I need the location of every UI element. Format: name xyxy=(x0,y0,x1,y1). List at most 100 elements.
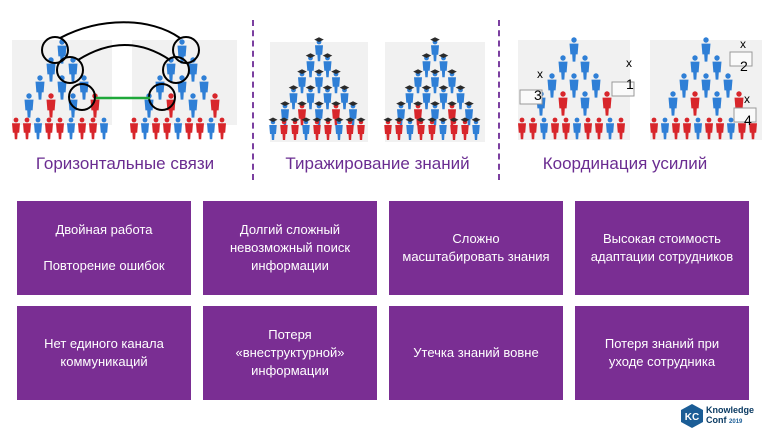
person-figure xyxy=(650,117,658,140)
person-figure xyxy=(280,101,290,126)
step-number: 4 xyxy=(744,112,752,128)
person-figure xyxy=(438,53,449,78)
person-figure xyxy=(558,91,568,116)
person-figure xyxy=(701,37,711,62)
caption-coordination: Координация усилий xyxy=(542,154,708,173)
person-figure xyxy=(591,73,601,98)
person-figure xyxy=(23,117,31,140)
person-figure xyxy=(438,85,449,110)
cross-mark: x xyxy=(626,56,632,70)
problem-card: Долгий сложный невозможный поиск информа… xyxy=(203,201,377,295)
person-figure xyxy=(348,101,358,126)
person-figure xyxy=(345,117,355,140)
person-figure xyxy=(602,91,612,116)
person-figure xyxy=(141,117,149,140)
person-figure xyxy=(89,117,97,140)
person-figure xyxy=(430,101,440,126)
person-figure xyxy=(301,117,311,140)
person-figure xyxy=(584,117,592,140)
person-figure xyxy=(679,73,689,98)
person-figure xyxy=(404,85,415,110)
person-figure xyxy=(356,117,366,140)
task-sketch xyxy=(519,89,543,105)
person-figure xyxy=(606,117,614,140)
svg-text:KC: KC xyxy=(685,412,699,423)
person-figure xyxy=(438,117,448,140)
person-figure xyxy=(661,117,669,140)
person-figure xyxy=(322,53,333,78)
person-figure xyxy=(24,93,34,118)
person-figure xyxy=(268,117,278,140)
person-figure xyxy=(78,117,86,140)
person-figure xyxy=(314,37,324,62)
person-figure xyxy=(177,75,187,100)
person-figure xyxy=(34,117,42,140)
person-figure xyxy=(471,117,481,140)
person-figure xyxy=(716,117,724,140)
person-figure xyxy=(210,93,220,118)
person-figure xyxy=(394,117,404,140)
person-figure xyxy=(305,53,316,78)
person-figure xyxy=(449,117,459,140)
person-figure xyxy=(712,55,722,80)
person-figure xyxy=(580,55,590,80)
person-figure xyxy=(460,117,470,140)
problem-card: Двойная работа Повторение ошибок xyxy=(17,201,191,295)
horizontal-links-illustration xyxy=(12,21,237,140)
person-figure xyxy=(416,117,426,140)
person-figure xyxy=(464,101,474,126)
problem-card: Потеря знаний при уходе сотрудника xyxy=(575,306,749,400)
person-figure xyxy=(177,39,187,64)
person-figure xyxy=(331,101,341,126)
person-figure xyxy=(701,73,711,98)
person-figure xyxy=(56,117,64,140)
person-figure xyxy=(288,85,299,110)
person-figure xyxy=(45,117,53,140)
logo-year: 2019 xyxy=(729,419,743,425)
highlight-circle xyxy=(162,56,190,84)
person-figure xyxy=(727,117,735,140)
problem-card: Нет единого канала коммуникаций xyxy=(17,306,191,400)
link-arrow xyxy=(59,21,181,39)
logo-line2: Conf xyxy=(706,415,727,425)
person-figure xyxy=(297,101,307,126)
person-figure xyxy=(421,85,432,110)
person-figure xyxy=(427,117,437,140)
person-figure xyxy=(413,101,423,126)
person-figure xyxy=(672,117,680,140)
person-figure xyxy=(218,117,226,140)
person-figure xyxy=(305,85,316,110)
person-figure xyxy=(35,75,45,100)
person-figure xyxy=(455,85,466,110)
person-figure xyxy=(723,73,733,98)
person-figure xyxy=(569,73,579,98)
person-figure xyxy=(196,117,204,140)
task-sketch xyxy=(733,107,757,123)
person-figure xyxy=(323,117,333,140)
person-figure xyxy=(683,117,691,140)
person-figure xyxy=(529,117,537,140)
person-figure xyxy=(46,93,56,118)
problem-card: Потеря «внеструктурной» информации xyxy=(203,306,377,400)
cross-mark: x xyxy=(537,67,543,81)
person-figure xyxy=(712,91,722,116)
person-figure xyxy=(322,85,333,110)
person-figure xyxy=(188,93,198,118)
person-figure xyxy=(279,117,289,140)
person-figure xyxy=(155,75,165,100)
person-figure xyxy=(290,117,300,140)
coordination-illustration xyxy=(518,37,762,140)
person-figure xyxy=(580,91,590,116)
person-figure xyxy=(79,75,89,100)
knowledge-replication-illustration xyxy=(268,37,485,142)
person-figure xyxy=(558,55,568,80)
person-figure xyxy=(694,117,702,140)
person-figure xyxy=(314,101,324,126)
person-figure xyxy=(334,117,344,140)
person-figure xyxy=(12,117,20,140)
person-figure xyxy=(421,53,432,78)
caption-knowledge-replication: Тиражирование знаний xyxy=(285,154,470,173)
person-figure xyxy=(100,117,108,140)
cross-mark: x xyxy=(740,37,746,51)
person-figure xyxy=(562,117,570,140)
